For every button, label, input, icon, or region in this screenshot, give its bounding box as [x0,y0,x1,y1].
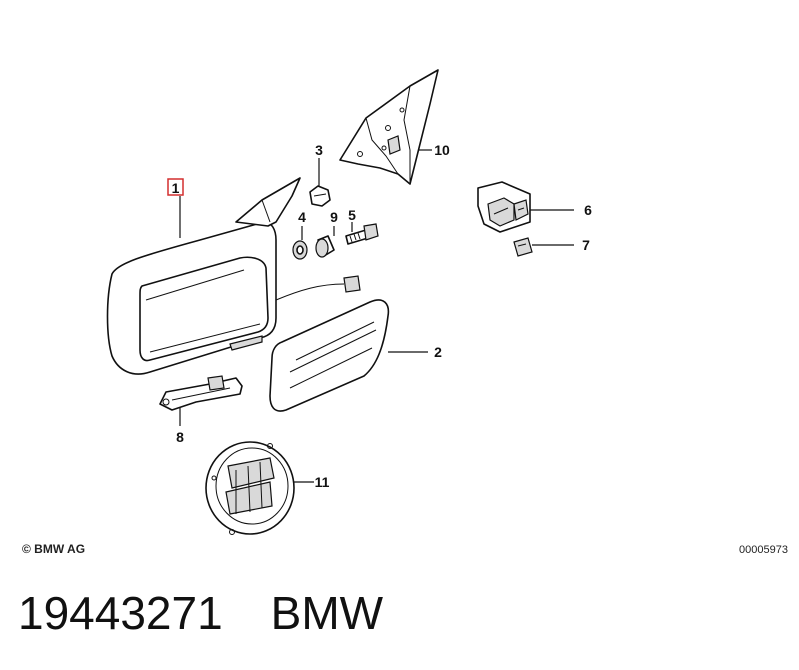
callout-11: 11 [315,474,330,490]
copyright-text: © BMW AG [22,542,85,556]
part-4-bushing [292,240,308,260]
brand-name: BMW [270,587,384,639]
part-number: 19443271 [18,587,223,639]
callout-4: 4 [298,209,306,225]
part-2-mirror-glass [269,299,390,412]
part-5-screw [345,223,379,245]
part-6-switch [477,181,531,233]
diagram-number: 00005973 [739,544,788,556]
part-1-mirror-housing [106,177,301,375]
part-11-drive-unit [205,441,295,535]
part-8-holder [159,375,243,411]
part-10-mirror-base [339,69,439,185]
callout-1: 1 [172,180,180,196]
callout-1-highlight-box [167,178,184,196]
callout-6: 6 [584,202,592,218]
part-9-sleeve [315,235,335,258]
part-caption: 19443271 BMW [18,586,383,640]
callout-3: 3 [315,142,323,158]
callout-9: 9 [330,209,338,225]
callout-10: 10 [434,142,450,158]
callout-5: 5 [348,207,356,223]
callout-7: 7 [582,237,590,253]
part-7-switch-cap [513,237,533,257]
callout-8: 8 [176,429,184,445]
callout-2: 2 [434,344,442,360]
part-3-clip [309,185,331,207]
